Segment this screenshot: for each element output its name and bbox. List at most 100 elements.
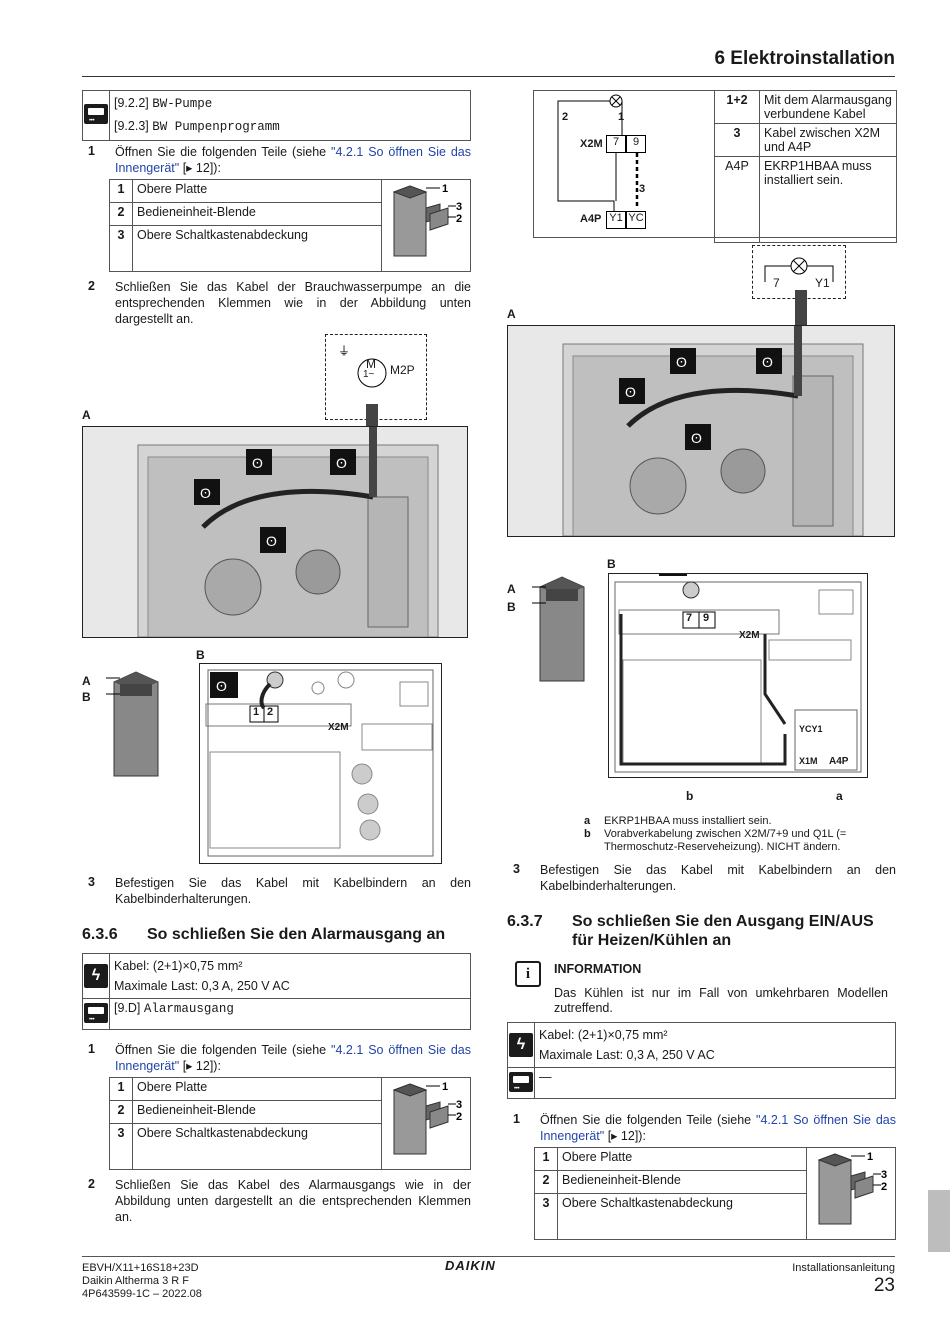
step-fix-cable: 3 Befestigen Sie das Kabel mit Kabelbind… xyxy=(513,862,896,894)
switchbox-illustration: ʘ xyxy=(205,669,434,857)
footer-model: EBVH/X11+16S18+23D xyxy=(82,1262,199,1274)
ui-code: [9.D] xyxy=(114,1001,141,1015)
max-load-spec: Maximale Last: 0,3 A, 250 V AC xyxy=(539,1048,715,1062)
motor-letter: M xyxy=(366,357,376,371)
step-number: 3 xyxy=(88,875,95,889)
figure-label-a: A xyxy=(82,674,91,688)
part-number: 3 xyxy=(109,225,133,272)
conn-y1-label: Y1 xyxy=(815,276,830,290)
step-text: [▸ 12]): xyxy=(179,1059,221,1073)
ui-code-name: BW-Pumpe xyxy=(152,97,213,111)
reference-link[interactable]: "4.2.1 So öffnen Sie das Innengerät" xyxy=(115,1043,471,1073)
step-number: 3 xyxy=(513,862,520,876)
part-number: 1 xyxy=(109,179,133,203)
part-label: Bedieneinheit-Blende xyxy=(557,1170,807,1194)
step-text: Befestigen Sie das Kabel mit Kabelbinder… xyxy=(540,863,896,893)
part-label: Obere Platte xyxy=(132,1077,382,1101)
legend-key: 3 xyxy=(714,123,760,157)
part-number: 1 xyxy=(534,1147,558,1171)
legend-key: b xyxy=(584,828,591,840)
switchbox-diagram-b: ʘ 1 2 X2M xyxy=(199,663,442,864)
figure-label-b: B xyxy=(82,690,91,704)
section-heading-637: 6.3.7 So schließen Sie den Ausgang EIN/A… xyxy=(507,912,896,950)
information-text: Das Kühlen ist nur im Fall von umkehrbar… xyxy=(554,986,888,1015)
step-number: 2 xyxy=(88,1177,95,1191)
user-interface-cell xyxy=(82,90,110,141)
step-open-parts: 1 Öffnen Sie die folgenden Teile (siehe … xyxy=(88,1042,471,1074)
terminal-7-label: 7 xyxy=(686,612,693,624)
step-text: [▸ 12]): xyxy=(604,1129,646,1143)
section-title: So schließen Sie den Ausgang EIN/AUS für… xyxy=(572,913,874,949)
svg-text:⏚: ⏚ xyxy=(338,344,350,358)
legend-key: 1+2 xyxy=(714,90,760,124)
page-section-title: 6 Elektroinstallation xyxy=(714,48,895,69)
legend-text: Mit dem Alarmausgang verbundene Kabel xyxy=(759,90,897,124)
step-open-parts: 1 Öffnen Sie die folgenden Teile (siehe … xyxy=(513,1112,896,1144)
information-icon: i xyxy=(515,961,541,987)
part-label: Obere Schaltkastenabdeckung xyxy=(132,1123,382,1170)
motor-label: M2P xyxy=(390,363,415,377)
legend-key: A4P xyxy=(714,156,760,243)
cable-spec: Kabel: (2+1)×0,75 mm² xyxy=(114,959,243,973)
part-number: 2 xyxy=(109,1100,133,1124)
unit-interior-illustration: ʘ ʘ ʘ ʘ xyxy=(562,326,864,537)
svg-text:3: 3 xyxy=(456,201,462,213)
figure-label-a: A xyxy=(507,582,516,596)
parts-illustration: 1 3 2 xyxy=(381,179,471,272)
figure-label-b: B xyxy=(196,648,205,662)
part-number: 2 xyxy=(534,1170,558,1194)
svg-text:ʘ: ʘ xyxy=(200,485,211,501)
svg-text:1: 1 xyxy=(442,1081,448,1093)
part-number: 1 xyxy=(109,1077,133,1101)
part-label: Obere Schaltkastenabdeckung xyxy=(557,1193,807,1240)
svg-text:1: 1 xyxy=(442,183,448,195)
reference-link[interactable]: "4.2.1 So öffnen Sie das Innengerät" xyxy=(115,145,471,175)
section-title: So schließen Sie den Alarmausgang an xyxy=(147,926,446,943)
step-connect-alarm: 2 Schließen Sie das Kabel des Alarmausga… xyxy=(88,1177,471,1225)
svg-text:3: 3 xyxy=(456,1099,462,1111)
legend-key: a xyxy=(584,815,591,827)
legend-text: Vorabverkabelung zwischen X2M/7+9 und Q1… xyxy=(604,828,847,853)
reference-link[interactable]: "4.2.1 So öffnen Sie das Innengerät" xyxy=(540,1113,896,1143)
footer-product: Daikin Altherma 3 R F xyxy=(82,1275,189,1287)
step-number: 2 xyxy=(88,279,95,293)
legend-text: EKRP1HBAA muss installiert sein. xyxy=(759,156,897,243)
chapter-tab xyxy=(928,1190,950,1252)
unit-photo-a: ʘ ʘ ʘ ʘ xyxy=(82,426,468,638)
x2m-label: X2M xyxy=(328,722,349,733)
part-label: Obere Platte xyxy=(132,179,382,203)
electric-cable-icon: ϟ xyxy=(84,964,108,988)
x2m-terminal-7: 7 xyxy=(606,135,626,153)
cable-spec-cell: ϟ xyxy=(507,1022,535,1068)
part-number: 3 xyxy=(534,1193,558,1240)
step-number: 1 xyxy=(513,1112,520,1126)
cable-spec: Kabel: (2+1)×0,75 mm² xyxy=(539,1028,668,1042)
svg-text:ʘ: ʘ xyxy=(691,430,702,446)
footer-left: EBVH/X11+16S18+23D Daikin Altherma 3 R F… xyxy=(82,1262,202,1301)
legend-row: b Vorabverkabelung zwischen X2M/7+9 und Q… xyxy=(584,828,884,854)
alarm-schematic: 2 1 X2M 7 9 3 A4P Y1 YC xyxy=(534,91,715,237)
motor-phase: 1~ xyxy=(363,369,375,380)
spec-box: ϟ Kabel: (2+1)×0,75 mm² Maximale Last: 0… xyxy=(507,1022,896,1099)
svg-text:ʘ: ʘ xyxy=(216,678,227,694)
step-text: Öffnen Sie die folgenden Teile (siehe xyxy=(115,145,332,159)
section-heading-636: 6.3.6 So schließen Sie den Alarmausgang … xyxy=(82,926,471,944)
a4p-label: A4P xyxy=(580,213,602,225)
electric-cable-icon: ϟ xyxy=(509,1033,533,1057)
part-number: 2 xyxy=(109,202,133,226)
part-label: Bedieneinheit-Blende xyxy=(132,202,382,226)
section-number: 6.3.7 xyxy=(507,913,543,930)
ui-code-name: Alarmausgang xyxy=(143,1002,234,1016)
cable-spec-cell: ϟ xyxy=(82,953,110,999)
user-interface-cell xyxy=(82,998,110,1030)
svg-text:ʘ: ʘ xyxy=(252,455,263,471)
alarm-lamp-symbol xyxy=(764,257,834,282)
a4p-terminal-yc: YC xyxy=(626,211,646,229)
unit-sketch xyxy=(532,576,585,682)
x1m-label: X1M xyxy=(799,756,818,766)
